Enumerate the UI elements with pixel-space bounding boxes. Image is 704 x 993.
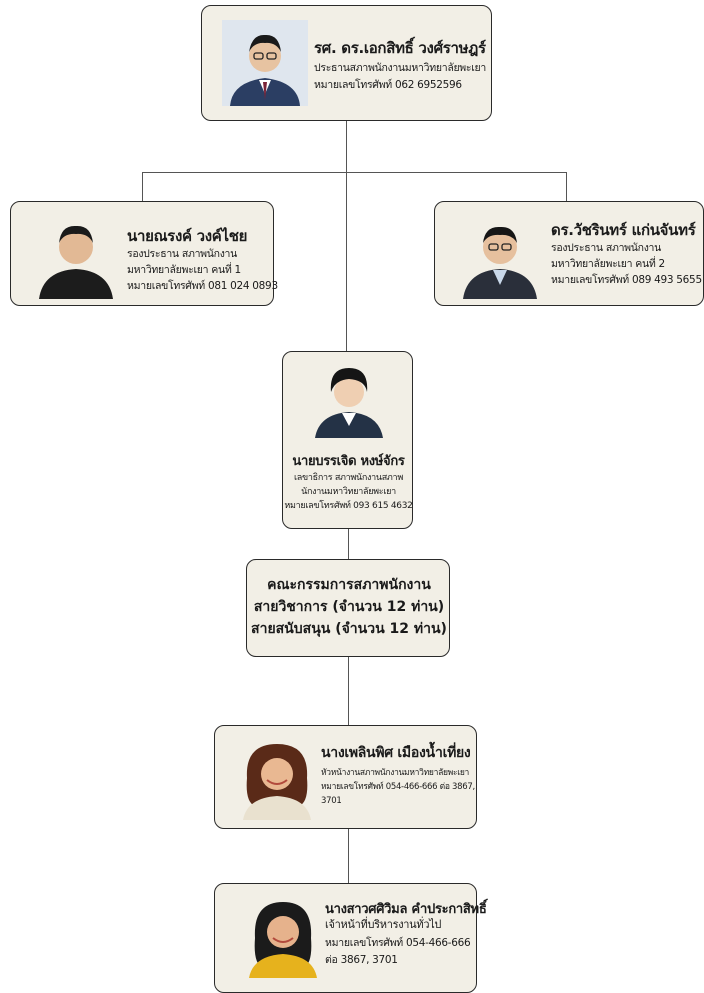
person-photo-icon: [457, 213, 543, 299]
vice-president-1-card[interactable]: นายณรงค์ วงค์ไชย รองประธาน สภาพนักงาน มห…: [10, 201, 278, 306]
connector-vp1-down: [142, 172, 143, 202]
vice-president-1-phone: หมายเลขโทรศัพท์ 081 024 0893: [127, 280, 278, 292]
committee-card[interactable]: คณะกรรมการสภาพนักงาน สายวิชาการ (จำนวน 1…: [246, 559, 450, 657]
president-card[interactable]: รศ. ดร.เอกสิทธิ์ วงศ์ราษฎร์ ประธานสภาพนั…: [201, 5, 492, 121]
vice-president-1-name: นายณรงค์ วงค์ไชย: [127, 227, 248, 245]
person-photo-icon: [309, 358, 389, 438]
committee-title: คณะกรรมการสภาพนักงาน: [267, 577, 431, 593]
president-name: รศ. ดร.เอกสิทธิ์ วงศ์ราษฎร์: [314, 39, 486, 57]
secretary-phone: หมายเลขโทรศัพท์ 093 615 4632: [284, 501, 413, 511]
office-head-phone2: 3701: [321, 796, 342, 806]
office-head-name: นางเพลินพิศ เมืองน้ำเที่ยง: [321, 745, 471, 761]
vice-president-1-role2: มหาวิทยาลัยพะเยา คนที่ 1: [127, 264, 241, 276]
officer-name: นางสาวศศิวิมล คำประกาสิทธิ์: [325, 902, 487, 917]
connector-committee-head: [348, 657, 349, 725]
officer-phone2: ต่อ 3867, 3701: [325, 954, 398, 966]
person-photo-icon: [237, 736, 317, 820]
officer-role: เจ้าหน้าที่บริหารงานทั่วไป: [325, 918, 442, 931]
vice-president-1-role: รองประธาน สภาพนักงาน: [127, 248, 238, 260]
vice-president-2-card[interactable]: ดร.วัชรินทร์ แก่นจันทร์ รองประธาน สภาพนั…: [434, 201, 704, 306]
office-head-role: หัวหน้างานสภาพนักงานมหาวิทยาลัยพะเยา: [321, 768, 469, 778]
office-head-phone: หมายเลขโทรศัพท์ 054-466-666 ต่อ 3867,: [321, 782, 475, 792]
person-photo-icon: [243, 894, 323, 978]
vice-president-2-role2: มหาวิทยาลัยพะเยา คนที่ 2: [551, 258, 665, 270]
connector-president-down: [346, 121, 347, 351]
connector-vp-horizontal: [142, 172, 567, 173]
office-head-card[interactable]: นางเพลินพิศ เมืองน้ำเที่ยง หัวหน้างานสภา…: [214, 725, 477, 829]
secretary-name: นายบรรเจิด หงษ์จักร: [292, 454, 405, 469]
vice-president-2-role: รองประธาน สภาพนักงาน: [551, 242, 662, 254]
connector-vp2-down: [566, 172, 567, 202]
vice-president-2-phone: หมายเลขโทรศัพท์ 089 493 5655: [551, 274, 702, 286]
committee-academic: สายวิชาการ (จำนวน 12 ท่าน): [253, 599, 445, 615]
committee-support: สายสนับสนุน (จำนวน 12 ท่าน): [251, 621, 447, 637]
president-role: ประธานสภาพนักงานมหาวิทยาลัยพะเยา: [314, 62, 486, 74]
connector-secretary-committee: [348, 529, 349, 559]
person-photo-icon: [222, 20, 308, 106]
secretary-card[interactable]: นายบรรเจิด หงษ์จักร เลขาธิการ สภาพนักงาน…: [282, 351, 413, 529]
secretary-role: เลขาธิการ สภาพนักงานสภาพ: [294, 473, 403, 483]
officer-card[interactable]: นางสาวศศิวิมล คำประกาสิทธิ์ เจ้าหน้าที่บ…: [214, 883, 487, 993]
person-photo-icon: [33, 213, 119, 299]
president-phone: หมายเลขโทรศัพท์ 062 6952596: [314, 79, 462, 91]
connector-head-officer: [348, 829, 349, 883]
officer-phone: หมายเลขโทรศัพท์ 054-466-666: [325, 937, 471, 949]
vice-president-2-name: ดร.วัชรินทร์ แก่นจันทร์: [551, 221, 696, 239]
secretary-role2: นักงานมหาวิทยาลัยพะเยา: [301, 487, 396, 497]
